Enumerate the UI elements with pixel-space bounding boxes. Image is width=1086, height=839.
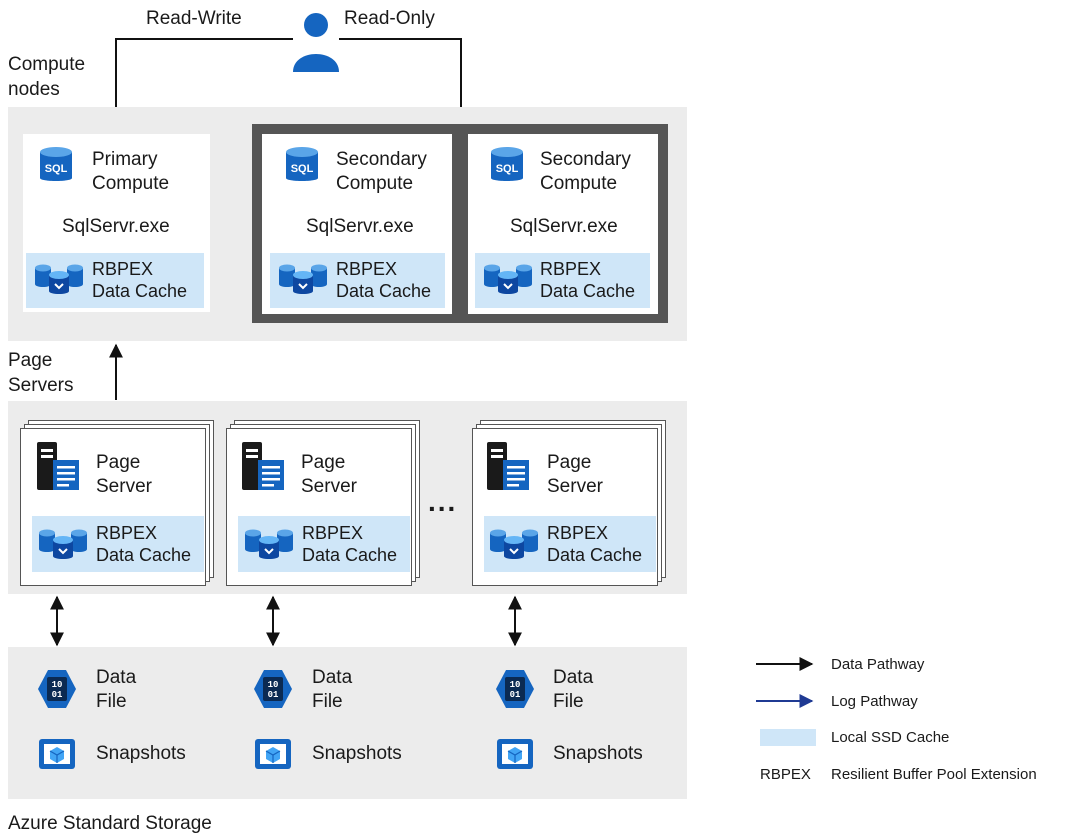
cache-icon xyxy=(489,527,539,561)
user-icon xyxy=(293,13,339,72)
page-server-2-title: Page Server xyxy=(301,452,357,497)
legend-log-arrow xyxy=(756,694,814,708)
data-file-3-label: Data File xyxy=(553,667,594,712)
server-icon xyxy=(35,440,81,492)
data-file-icon xyxy=(252,668,294,710)
compute-nodes-label: Compute nodes xyxy=(8,54,86,100)
primary-compute-exe: SqlServr.exe xyxy=(62,216,170,237)
legend-ssd-swatch xyxy=(760,729,816,746)
sql-database-icon xyxy=(284,145,320,185)
ellipsis: ... xyxy=(428,486,458,517)
read-write-arrow xyxy=(109,38,293,136)
secondary-compute-1-title: Secondary Compute xyxy=(336,149,427,194)
page-server-1-cache-label: RBPEX Data Cache xyxy=(96,523,192,565)
cache-icon xyxy=(34,262,84,296)
legend-data-pathway: Data Pathway xyxy=(831,656,925,673)
server-icon xyxy=(240,440,286,492)
page-servers-label: Page Servers xyxy=(8,350,74,396)
snapshot-icon xyxy=(253,737,293,771)
data-file-icon xyxy=(36,668,78,710)
legend-local-ssd: Local SSD Cache xyxy=(831,729,950,746)
page-server-2-cache-label: RBPEX Data Cache xyxy=(302,523,398,565)
snapshots-2-label: Snapshots xyxy=(312,743,402,764)
cache-icon xyxy=(483,262,533,296)
legend-rbpex-abbr: RBPEX xyxy=(760,766,811,783)
cache-icon xyxy=(244,527,294,561)
secondary-compute-2-cache-label: RBPEX Data Cache xyxy=(540,259,636,301)
secondary-compute-2-exe: SqlServr.exe xyxy=(510,216,618,237)
secondary-compute-1-cache-label: RBPEX Data Cache xyxy=(336,259,432,301)
primary-compute-cache-label: RBPEX Data Cache xyxy=(92,259,188,301)
read-write-label: Read-Write xyxy=(146,8,242,29)
legend-log-pathway: Log Pathway xyxy=(831,693,918,710)
snapshot-icon xyxy=(37,737,77,771)
page-server-3-cache-label: RBPEX Data Cache xyxy=(547,523,643,565)
read-only-label: Read-Only xyxy=(344,8,435,29)
secondary-compute-2-title: Secondary Compute xyxy=(540,149,631,194)
sql-database-icon xyxy=(489,145,525,185)
azure-storage-label: Azure Standard Storage xyxy=(8,813,212,834)
snapshots-1-label: Snapshots xyxy=(96,743,186,764)
storage-band xyxy=(8,647,687,799)
legend-rbpex-full: Resilient Buffer Pool Extension xyxy=(831,766,1037,783)
read-only-arrow xyxy=(339,38,468,129)
primary-compute-title: Primary Compute xyxy=(92,149,170,194)
data-file-2-label: Data File xyxy=(312,667,353,712)
server-icon xyxy=(485,440,531,492)
page-server-3-title: Page Server xyxy=(547,452,603,497)
secondary-compute-1-exe: SqlServr.exe xyxy=(306,216,414,237)
page-server-1-title: Page Server xyxy=(96,452,152,497)
legend-data-arrow xyxy=(756,657,814,671)
sql-database-icon xyxy=(38,145,74,185)
snapshots-3-label: Snapshots xyxy=(553,743,643,764)
data-file-icon xyxy=(494,668,536,710)
snapshot-icon xyxy=(495,737,535,771)
data-file-1-label: Data File xyxy=(96,667,137,712)
cache-icon xyxy=(278,262,328,296)
cache-icon xyxy=(38,527,88,561)
